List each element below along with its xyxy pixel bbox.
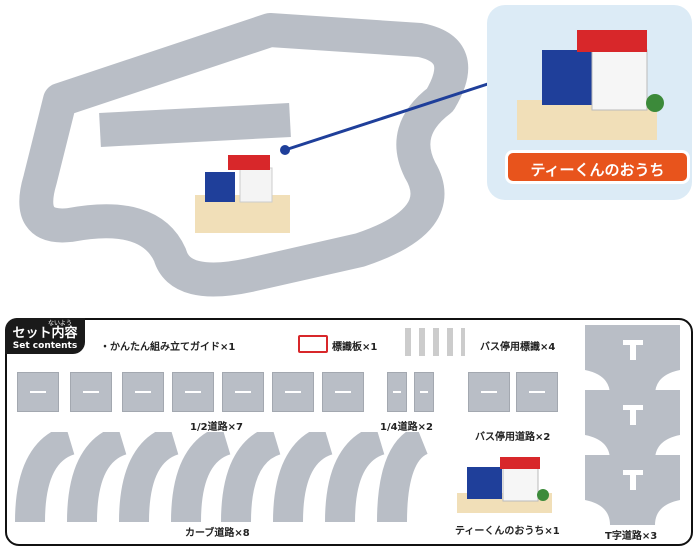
guide-label: ・かんたん組み立てガイド×1 xyxy=(100,342,236,353)
sign-label: 標識板×1 xyxy=(332,342,378,353)
callout-line xyxy=(284,78,501,152)
busstop-road-label: バス停用道路×2 xyxy=(475,432,551,443)
set-ruby: ないよう xyxy=(48,320,72,327)
half-road-tile xyxy=(322,372,364,412)
set-contents-tab: ないよう セット内容 Set contents xyxy=(5,318,85,354)
quarter-road-tile xyxy=(414,372,434,412)
busstop-sign-label: バス停用標識×4 xyxy=(480,342,556,353)
house-small-image xyxy=(457,457,552,513)
house-garage xyxy=(205,172,235,202)
house-label: ティーくんのおうち×1 xyxy=(455,526,560,537)
half-road-tile xyxy=(222,372,264,412)
half-road-tile xyxy=(272,372,314,412)
house-image xyxy=(517,30,664,140)
t-road-tiles xyxy=(585,325,680,525)
half-road-tile xyxy=(17,372,59,412)
busstop-road-tile xyxy=(468,372,510,412)
house-callout-label: ティーくんのおうち xyxy=(505,150,690,184)
half-road-tile xyxy=(70,372,112,412)
busstop-road-tile xyxy=(516,372,558,412)
sign-board-icon xyxy=(298,335,328,353)
quarter-road-tile xyxy=(387,372,407,412)
half-road-label: 1/2道路×7 xyxy=(190,422,243,433)
curve-road-tiles xyxy=(15,432,429,523)
set-subtitle: Set contents xyxy=(12,341,78,351)
curve-road-label: カーブ道路×8 xyxy=(185,528,250,539)
half-road-tile xyxy=(122,372,164,412)
road-layout-photo xyxy=(19,13,501,297)
t-road-label: T字道路×3 xyxy=(605,531,658,542)
set-title: セット内容 xyxy=(12,326,78,341)
quarter-road-label: 1/4道路×2 xyxy=(380,422,433,433)
busstop-sign-icon xyxy=(405,328,465,356)
set-contents-panel xyxy=(5,318,693,546)
half-road-tile xyxy=(172,372,214,412)
